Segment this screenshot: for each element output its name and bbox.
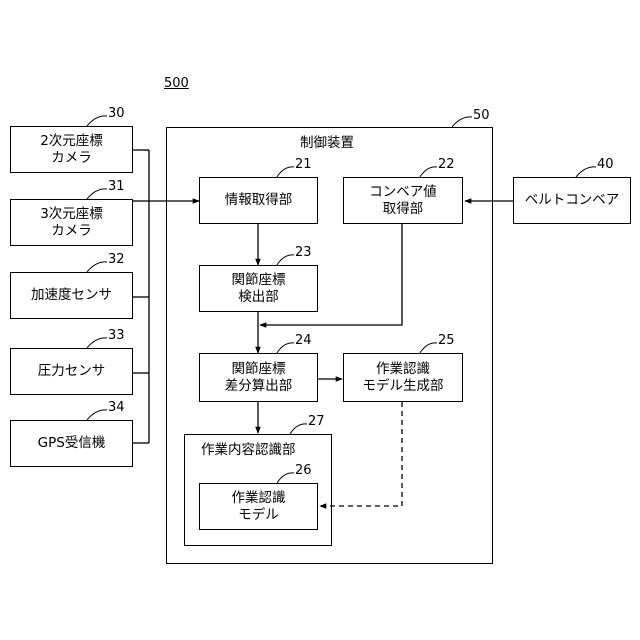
sensor-3d-camera-line-1: 3次元座標 (40, 206, 103, 223)
joint-coordinate-difference-unit: 関節座標 差分算出部 (199, 353, 318, 402)
sensor-3d-camera: 3次元座標 カメラ (10, 199, 133, 246)
model-ref: 26 (295, 463, 312, 478)
sensor-acceleration: 加速度センサ (10, 272, 133, 319)
sensor-2d-camera: 2次元座標 カメラ (10, 126, 133, 173)
sensor-pressure-ref: 33 (108, 328, 125, 343)
conveyor-value-acquisition-unit: コンベア値 取得部 (343, 177, 463, 224)
leader-32 (87, 262, 107, 272)
joint-detection-line-2: 検出部 (238, 289, 279, 306)
controller-ref: 50 (473, 108, 490, 123)
joint-detection-line-1: 関節座標 (232, 272, 286, 289)
leader-31 (87, 189, 107, 199)
sensor-3d-camera-ref: 31 (108, 179, 125, 194)
sensor-pressure-label: 圧力センサ (38, 363, 106, 380)
joint-diff-line-1: 関節座標 (232, 361, 286, 378)
conveyor-value-line-2: 取得部 (383, 201, 424, 218)
model-generation-line-1: 作業認識 (376, 361, 430, 378)
info-acquisition-unit: 情報取得部 (199, 177, 318, 224)
sensor-2d-camera-line-1: 2次元座標 (40, 133, 103, 150)
belt-conveyor: ベルトコンベア (513, 177, 631, 224)
sensor-3d-camera-line-2: カメラ (51, 223, 92, 240)
joint-coordinate-detection-unit: 関節座標 検出部 (199, 265, 318, 312)
sensor-acceleration-ref: 32 (108, 252, 125, 267)
sensor-gps-receiver-label: GPS受信機 (38, 435, 106, 452)
joint-diff-ref: 24 (295, 333, 312, 348)
work-model-generation-unit: 作業認識 モデル生成部 (343, 353, 463, 402)
model-generation-line-2: モデル生成部 (363, 378, 444, 395)
leader-50 (452, 117, 472, 127)
work-content-recognition-title: 作業内容認識部 (201, 438, 296, 458)
sensor-pressure: 圧力センサ (10, 348, 133, 395)
leader-40 (576, 167, 596, 177)
figure-number: 500 (164, 76, 189, 91)
belt-conveyor-label: ベルトコンベア (525, 192, 620, 209)
work-content-recognition-ref: 27 (308, 414, 325, 429)
leader-34 (87, 410, 107, 420)
sensor-2d-camera-line-2: カメラ (51, 150, 92, 167)
sensor-2d-camera-ref: 30 (108, 106, 125, 121)
model-line-2: モデル (238, 507, 279, 524)
sensor-gps-receiver-ref: 34 (108, 400, 125, 415)
controller-title: 制御装置 (300, 131, 354, 151)
info-acquisition-label: 情報取得部 (225, 192, 293, 209)
conveyor-value-line-1: コンベア値 (369, 184, 437, 201)
leader-30 (87, 116, 107, 126)
joint-detection-ref: 23 (295, 245, 312, 260)
joint-diff-line-2: 差分算出部 (225, 378, 293, 395)
leader-33 (87, 338, 107, 348)
model-generation-ref: 25 (438, 333, 455, 348)
sensor-gps-receiver: GPS受信機 (10, 420, 133, 467)
info-acquisition-ref: 21 (295, 157, 312, 172)
belt-conveyor-ref: 40 (597, 157, 614, 172)
sensor-acceleration-label: 加速度センサ (31, 287, 112, 304)
model-line-1: 作業認識 (232, 490, 286, 507)
conveyor-value-ref: 22 (438, 157, 455, 172)
work-recognition-model: 作業認識 モデル (199, 483, 318, 530)
